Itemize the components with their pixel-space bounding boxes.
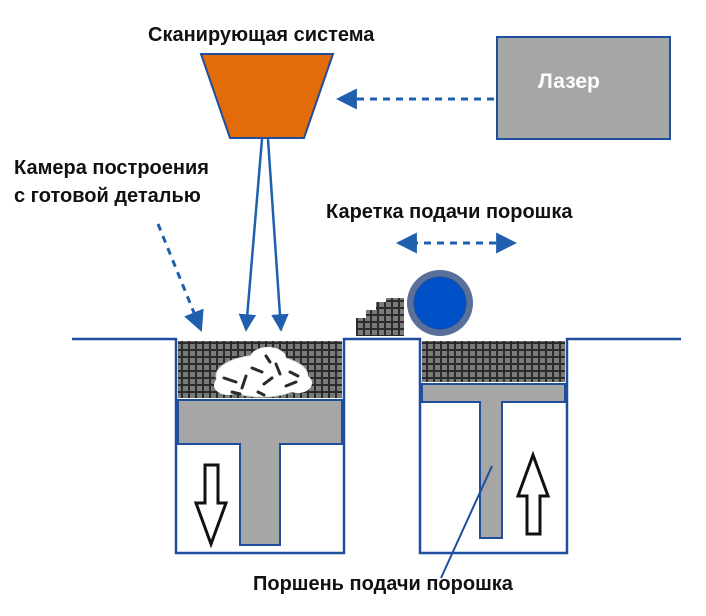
beam-2 (266, 138, 289, 332)
scanner-trapezoid (199, 53, 335, 139)
laser-box (496, 36, 671, 140)
finished-part (214, 347, 312, 398)
beam-1 (238, 138, 264, 332)
powder-pile (356, 298, 404, 336)
build-chamber-label-line-1: Камера построения (14, 157, 209, 179)
scanning-system-label: Сканирующая система (148, 24, 375, 46)
laser-label: Лазер (538, 70, 600, 93)
down-arrow-icon (193, 463, 229, 549)
build-piston (177, 399, 343, 546)
platform-outline (72, 337, 681, 555)
feed-piston (421, 383, 566, 539)
build-chamber-label-line-2: с готовой деталью (14, 185, 201, 207)
build-chamber-label: Камера построения с готовой деталью (14, 154, 209, 210)
up-arrow-icon (515, 450, 551, 536)
camera-pointer-arrow (156, 223, 204, 332)
powder-piston-label: Поршень подачи порошка (253, 573, 513, 595)
feed-powder-bed (422, 341, 565, 382)
powder-carriage-label: Каретка подачи порошка (326, 201, 573, 223)
powder-roller-core (413, 276, 467, 330)
piston-label-leader (440, 465, 493, 579)
